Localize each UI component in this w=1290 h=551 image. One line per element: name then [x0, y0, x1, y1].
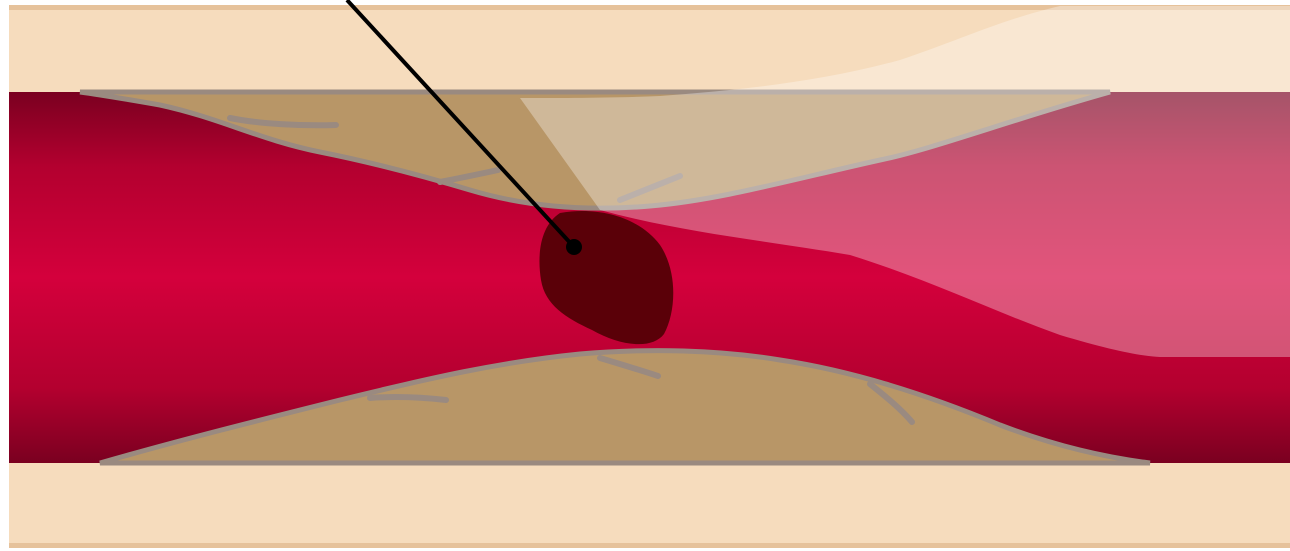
vessel-wall-bottom	[9, 463, 1290, 547]
vessel-wall-bottom-edge	[9, 543, 1290, 548]
pointer-dot	[566, 239, 582, 255]
lower-plaque-fissure	[370, 397, 446, 400]
